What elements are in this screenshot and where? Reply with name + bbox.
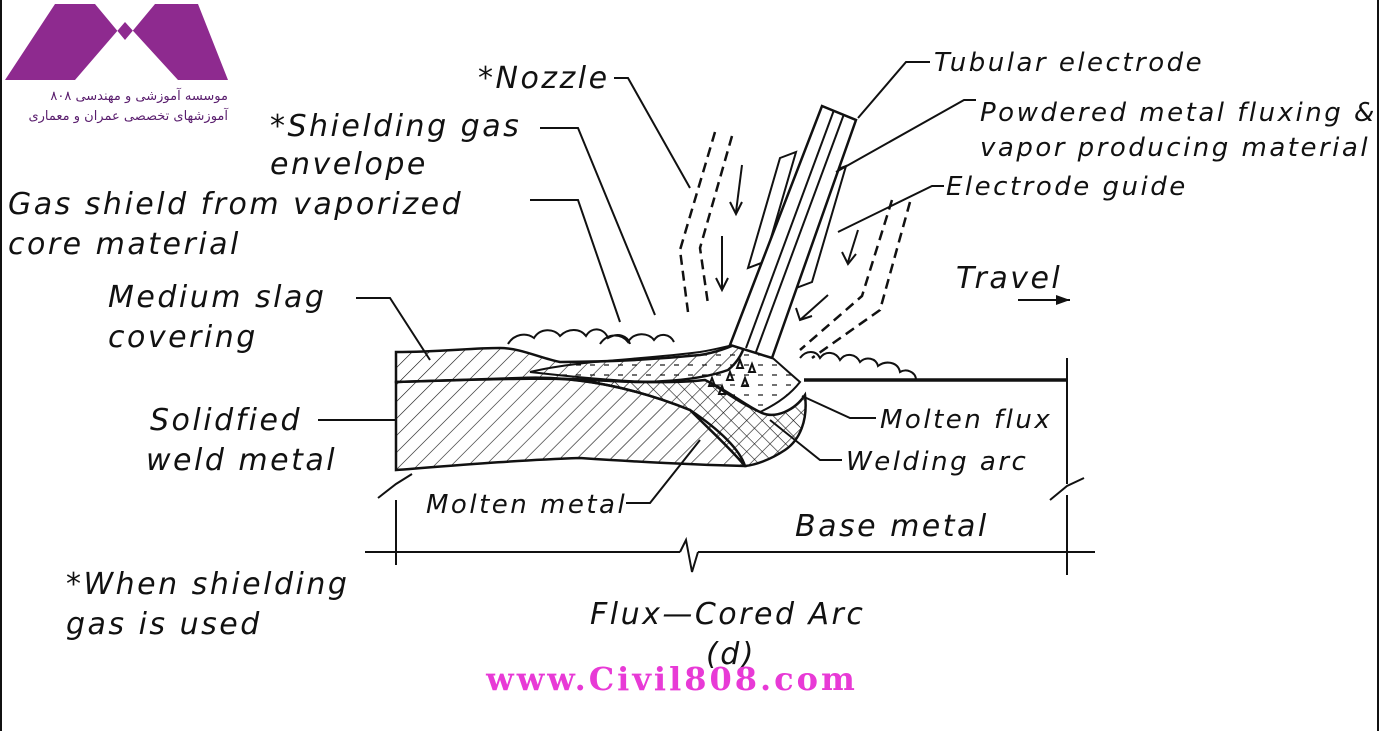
label-molten-flux: Molten flux	[880, 405, 1052, 435]
label-powdered-metal-line2: vapor producing material	[980, 133, 1370, 163]
watermark-url: www.Civil808.com	[485, 660, 858, 698]
logo-mark	[5, 4, 228, 80]
label-gas-shield-line2: core material	[8, 227, 241, 262]
gas-shield-cloud	[507, 328, 917, 381]
caption-title: Flux—Cored Arc	[590, 597, 865, 632]
label-welding-arc: Welding arc	[846, 447, 1028, 477]
tubular-electrode	[728, 104, 858, 360]
label-base-metal: Base metal	[795, 509, 989, 544]
logo-text-line1: موسسه آموزشی و مهندسی ۸۰۸	[50, 87, 228, 104]
logo-text-line2: آموزشهای تخصصی عمران و معماری	[28, 107, 229, 124]
label-medium-slag-line1: Medium slag	[108, 280, 326, 315]
leader-lines	[318, 61, 976, 504]
label-shielding-gas-line1: *Shielding gas	[270, 109, 521, 144]
molten-flux-zone	[529, 340, 802, 414]
travel-arrow	[1018, 295, 1070, 305]
label-powdered-metal-line1: Powdered metal fluxing &	[980, 98, 1377, 128]
label-molten-metal: Molten metal	[426, 490, 627, 520]
logo: موسسه آموزشی و مهندسی ۸۰۸ آموزشهای تخصصی…	[5, 4, 229, 124]
metal-droplets	[707, 357, 757, 395]
gas-flow-arrows	[715, 164, 859, 322]
label-shielding-gas-line2: envelope	[270, 147, 428, 182]
label-solidified-line1: Solidfied	[150, 403, 302, 438]
nozzle	[678, 131, 912, 360]
label-gas-shield-line1: Gas shield from vaporized	[8, 187, 463, 222]
note-line1: *When shielding	[66, 567, 349, 602]
note-line2: gas is used	[66, 607, 262, 642]
label-medium-slag-line2: covering	[108, 320, 258, 355]
label-tubular-electrode: Tubular electrode	[934, 48, 1204, 78]
label-solidified-line2: weld metal	[146, 443, 337, 478]
caption-subtitle: (d)	[706, 637, 756, 672]
label-nozzle: *Nozzle	[478, 61, 610, 96]
label-electrode-guide: Electrode guide	[946, 172, 1188, 202]
label-travel: Travel	[956, 261, 1062, 296]
